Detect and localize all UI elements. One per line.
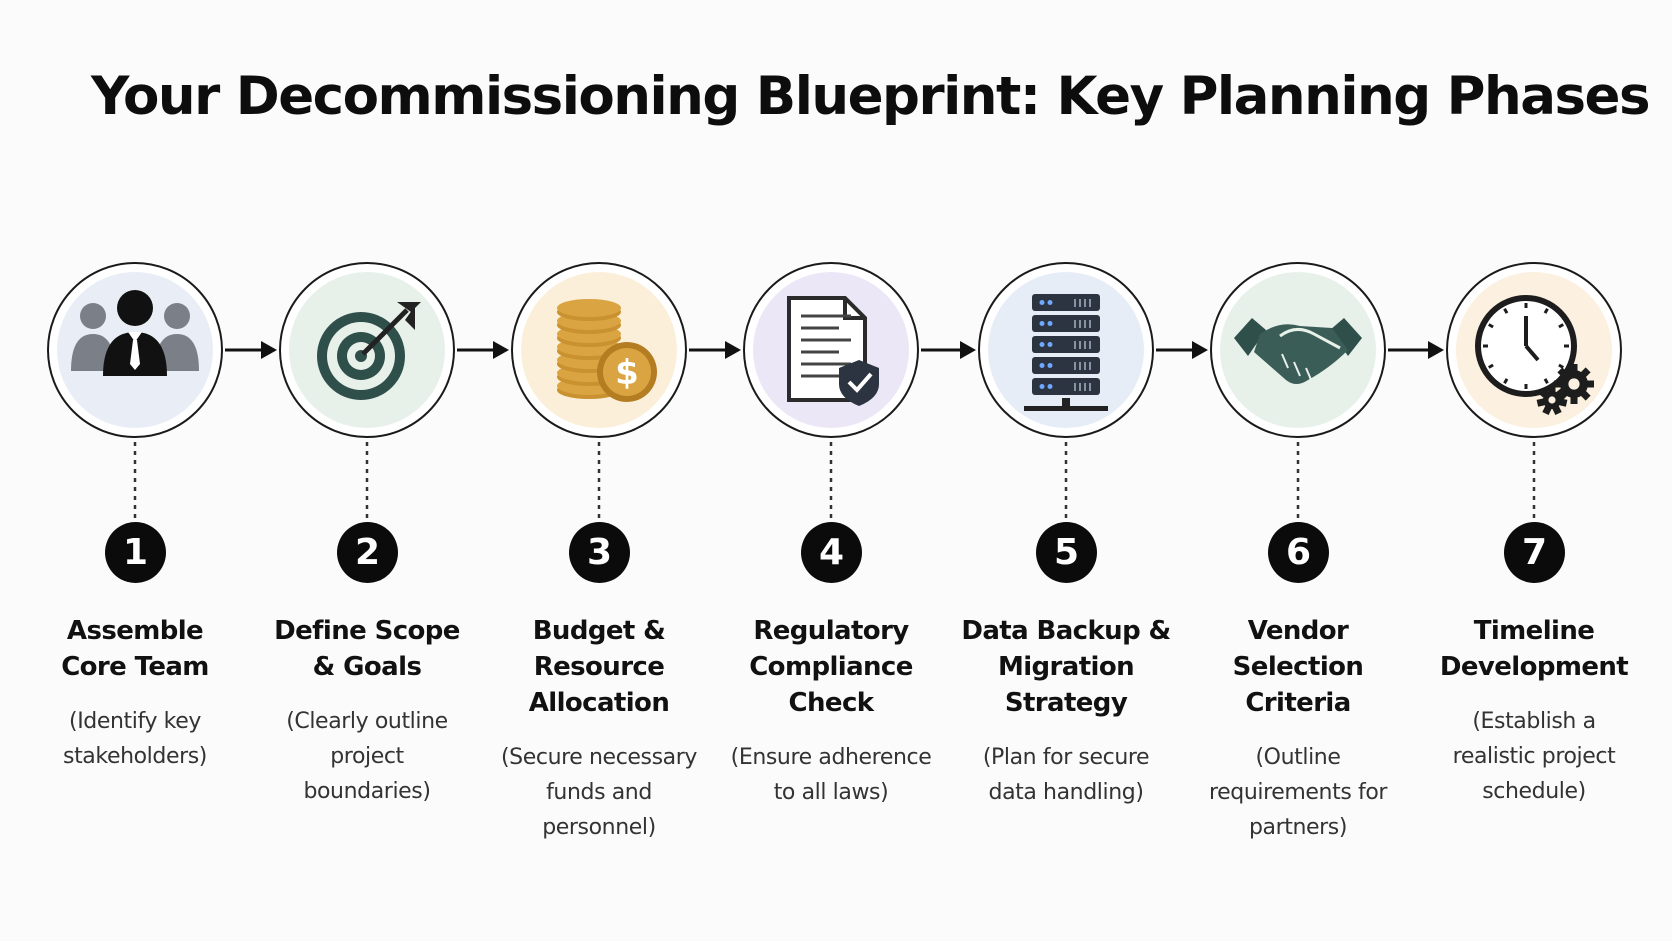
phase-description: (Clearly outline project boundaries): [262, 704, 472, 809]
phase-label-line: Regulatory: [753, 616, 909, 646]
step-number-badge: 7: [1504, 522, 1565, 583]
phase-description-line: boundaries): [303, 779, 431, 804]
phase-label-line: Check: [788, 688, 875, 718]
phase-description-line: data handling): [988, 780, 1144, 805]
team-icon: [71, 290, 199, 376]
phase-description-line: (Identify key: [69, 709, 201, 734]
phase-description-line: schedule): [1482, 779, 1586, 804]
phase-description-line: funds and: [546, 780, 652, 805]
phase-label-line: Compliance: [749, 652, 913, 682]
phase-circle: $: [511, 262, 687, 438]
arrow-head-icon: [261, 341, 277, 359]
phase-description-line: stakeholders): [63, 744, 207, 769]
arrow-head-icon: [960, 341, 976, 359]
phase-description-line: personnel): [542, 815, 656, 840]
phase-label-line: Core Team: [61, 652, 209, 682]
handshake-icon: [1234, 318, 1362, 384]
phase-description-line: realistic project: [1452, 744, 1616, 769]
phase-label-line: Vendor: [1247, 616, 1349, 646]
phase-label-line: Selection: [1232, 652, 1364, 682]
phase-description-line: (Establish a: [1472, 709, 1596, 734]
phase-description-line: requirements for: [1208, 780, 1388, 805]
compliance-document-icon: [787, 296, 879, 406]
arrow-head-icon: [1428, 341, 1444, 359]
server-icon: [1024, 294, 1108, 411]
clock-gear-icon: [1475, 295, 1594, 416]
phase-circle: [978, 262, 1154, 438]
phase-circle: [1446, 262, 1622, 438]
phase-description-line: (Clearly outline: [286, 709, 448, 734]
phase-label-line: Migration: [997, 652, 1135, 682]
svg-text:$: $: [615, 353, 639, 393]
phase-label-line: Strategy: [1004, 688, 1128, 718]
phase-description-line: (Plan for secure: [982, 745, 1150, 770]
step-number-badge: 4: [801, 522, 862, 583]
phase-description: (Establish a realistic project schedule): [1429, 704, 1639, 809]
phase-description: (Outline requirements for partners): [1193, 740, 1403, 845]
phase-label-line: Criteria: [1245, 688, 1351, 718]
phase-circle: [743, 262, 919, 438]
phase-description: (Identify key stakeholders): [30, 704, 240, 774]
phase-circle: [279, 262, 455, 438]
phase-description: (Plan for secure data handling): [961, 740, 1171, 810]
phase-description-line: to all laws): [773, 780, 889, 805]
step-number-badge: 5: [1036, 522, 1097, 583]
phase-description: (Secure necessary funds and personnel): [494, 740, 704, 845]
arrow-head-icon: [725, 341, 741, 359]
phase-description-line: (Secure necessary: [501, 745, 697, 770]
phase-label-line: Budget &: [532, 616, 666, 646]
phase-description-line: project: [330, 744, 404, 769]
phase-description-line: partners): [1248, 815, 1348, 840]
step-number-badge: 2: [337, 522, 398, 583]
phase-label-line: Allocation: [528, 688, 670, 718]
phase-description-line: (Outline: [1255, 745, 1341, 770]
phase-label-line: Assemble: [66, 616, 204, 646]
phase-label-line: & Goals: [312, 652, 422, 682]
arrow-head-icon: [1192, 341, 1208, 359]
phase-label-line: Resource: [533, 652, 665, 682]
target-icon: [317, 302, 421, 400]
step-number-badge: 6: [1268, 522, 1329, 583]
step-number-badge: 3: [569, 522, 630, 583]
phase-label: Define Scope & Goals: [262, 613, 472, 685]
phase-circle: [1210, 262, 1386, 438]
step-number-badge: 1: [105, 522, 166, 583]
phase-label-line: Define Scope: [274, 616, 460, 646]
coins-icon: $: [557, 299, 657, 402]
phase-label-line: Timeline: [1473, 616, 1595, 646]
phase-description: (Ensure adherence to all laws): [726, 740, 936, 810]
phase-circle: [47, 262, 223, 438]
phase-label-line: Data Backup &: [961, 616, 1171, 646]
arrow-head-icon: [493, 341, 509, 359]
page-title: Your Decommissioning Blueprint: Key Plan…: [90, 66, 1651, 127]
phase-description-line: (Ensure adherence: [730, 745, 932, 770]
phase-label-line: Development: [1439, 652, 1629, 682]
